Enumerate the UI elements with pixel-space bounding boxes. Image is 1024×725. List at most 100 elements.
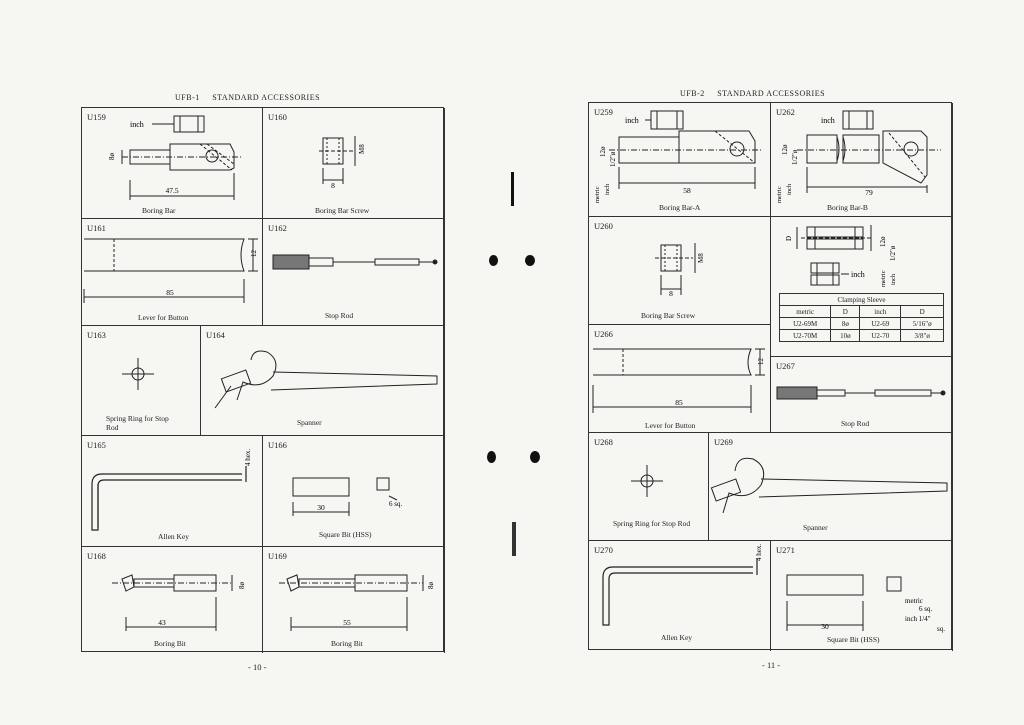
dim-length: 43 bbox=[158, 618, 166, 627]
item-caption: Stop Rod bbox=[325, 311, 354, 320]
item-caption: Boring Bar Screw bbox=[315, 206, 370, 215]
item-code: U163 bbox=[87, 330, 106, 340]
dim-length: 58 bbox=[683, 186, 691, 195]
inch-square-label: inch 1/4" bbox=[905, 615, 931, 623]
item-code: U160 bbox=[268, 112, 287, 122]
sq-label: sq. bbox=[937, 625, 945, 633]
dia-label: 8ø bbox=[238, 582, 246, 590]
right-page-title: UFB-2 STANDARD ACCESSORIES bbox=[680, 89, 826, 98]
item-u260: U260 8 M8 Boring Bar Screw bbox=[589, 217, 771, 325]
metric-label: metric bbox=[880, 270, 887, 287]
dia-label: 8ø bbox=[108, 153, 116, 161]
item-caption: Boring Bar Screw bbox=[641, 311, 696, 320]
center-mark bbox=[511, 172, 514, 206]
boring-bit-drawing: 55 8ø bbox=[279, 574, 435, 631]
table-cell: U2-70M bbox=[778, 329, 832, 342]
dim-length: 85 bbox=[675, 398, 683, 407]
screw-drawing: 8 M8 bbox=[319, 136, 366, 190]
dia-metric-label: 12ø bbox=[781, 144, 789, 155]
header-cell: metric bbox=[778, 305, 832, 318]
right-page-number: - 11 - bbox=[762, 660, 781, 670]
item-caption: Boring Bit bbox=[331, 639, 363, 648]
item-code: U269 bbox=[714, 437, 733, 447]
item-u164: U164 Spanner bbox=[201, 326, 445, 436]
stop-rod-drawing bbox=[776, 386, 946, 400]
dim-length: 79 bbox=[865, 188, 873, 197]
header-cell: D bbox=[900, 305, 944, 318]
item-u268: U268 Spring Ring for Stop Rod bbox=[589, 433, 709, 541]
inch-row-label: inch bbox=[890, 273, 897, 285]
inch-row-label: inch bbox=[604, 183, 611, 195]
item-u267: U267 Stop Rod bbox=[771, 357, 953, 433]
item-code: U266 bbox=[594, 329, 613, 339]
dia-metric-label: 12ø bbox=[599, 146, 607, 157]
lever-drawing: 12 85 bbox=[83, 238, 258, 303]
dim-length: 8 bbox=[331, 181, 335, 190]
square-bit-drawing: 30 6 sq. bbox=[292, 477, 402, 516]
boring-bar-b-drawing: 79 inch 12ø 1/2"ø metric inch bbox=[776, 110, 941, 203]
table-row: U2-70M 10ø U2-70 3/8"ø bbox=[778, 329, 944, 342]
left-accessories-grid: U159 47.5 inch 8ø Boring Bar U160 bbox=[81, 107, 445, 653]
table-cell: 5/16"ø bbox=[900, 317, 944, 330]
item-caption: Spring Ring for Stop Rod bbox=[613, 519, 691, 528]
item-caption: Boring Bit bbox=[154, 639, 186, 648]
dim-length: 47.5 bbox=[165, 186, 178, 195]
table-cell: 10ø bbox=[830, 329, 861, 342]
binder-hole bbox=[525, 255, 535, 266]
left-page-title: UFB-1 STANDARD ACCESSORIES bbox=[175, 93, 321, 102]
item-caption: Spring Ring for Stop Rod bbox=[106, 414, 169, 432]
table-cell: U2-69M bbox=[778, 317, 832, 330]
item-caption: Boring Bar-A bbox=[659, 203, 701, 212]
allen-key-drawing: 4 hex. bbox=[602, 544, 763, 626]
item-code: U259 bbox=[594, 107, 613, 117]
item-u168: U168 43 8ø Boring Bit bbox=[82, 547, 263, 653]
item-u169: U169 55 8ø Boring Bit bbox=[263, 547, 445, 653]
item-caption: Allen Key bbox=[661, 633, 693, 642]
metric-label: metric bbox=[905, 597, 923, 605]
dia-metric-label: 12ø bbox=[879, 236, 887, 247]
height-label: 12 bbox=[757, 358, 765, 366]
hex-label: 4 hex. bbox=[755, 544, 763, 561]
header-cell: D bbox=[830, 305, 861, 318]
item-u266: U266 12 85 Lever for Button bbox=[589, 325, 771, 433]
dia-inch-label: 1/2"ø bbox=[791, 149, 799, 165]
item-u163: U163 Spring Ring for Stop Rod bbox=[82, 326, 201, 436]
right-accessories-grid: U259 58 inch 12ø 1/2"ø metric inch Borin… bbox=[588, 102, 953, 651]
item-u262: U262 79 inch 12ø 1/2"ø metric inch Borin… bbox=[771, 103, 953, 217]
stop-rod-drawing bbox=[272, 254, 438, 270]
item-u259: U259 58 inch 12ø 1/2"ø metric inch Borin… bbox=[589, 103, 771, 217]
item-code: U260 bbox=[594, 221, 613, 231]
item-u269: U269 Spanner bbox=[709, 433, 953, 541]
item-u160: U160 8 M8 Boring Bar Screw bbox=[263, 108, 445, 219]
spring-ring-drawing bbox=[631, 465, 663, 497]
clamping-sleeve-cell: D inch 12ø 1/2"ø metric inch Clamping Sl… bbox=[771, 217, 953, 357]
table-cell: U2-69 bbox=[859, 317, 902, 330]
item-caption: Square Bit (HSS) bbox=[319, 530, 372, 539]
screw-drawing: 8 M8 bbox=[655, 243, 705, 298]
table-header-row: metric D inch D bbox=[778, 305, 944, 318]
dim-length: 55 bbox=[343, 618, 351, 627]
binder-hole bbox=[489, 255, 498, 266]
item-caption: Stop Rod bbox=[841, 419, 870, 428]
spanner-drawing bbox=[214, 350, 438, 409]
metric-label: metric bbox=[776, 186, 783, 203]
d-label: D bbox=[785, 236, 793, 241]
item-code: U161 bbox=[87, 223, 106, 233]
dia-inch-label: 1/2"ø bbox=[889, 245, 897, 261]
clamping-sleeve-table: Clamping Sleeve metric D inch D U2-69M 8… bbox=[778, 293, 944, 342]
inch-label: inch bbox=[130, 120, 144, 129]
item-code: U271 bbox=[776, 545, 795, 555]
thread-label: M8 bbox=[358, 144, 366, 154]
item-u161: U161 12 85 Lever for Button bbox=[82, 219, 263, 326]
metric-label: metric bbox=[594, 186, 601, 203]
table-cell: 3/8"ø bbox=[900, 329, 944, 342]
item-code: U168 bbox=[87, 551, 106, 561]
item-caption: Lever for Button bbox=[645, 421, 696, 430]
item-code: U164 bbox=[206, 330, 225, 340]
allen-key-drawing: 4 hex. bbox=[91, 449, 252, 531]
center-mark bbox=[512, 522, 516, 556]
item-u159: U159 47.5 inch 8ø Boring Bar bbox=[82, 108, 263, 219]
header-cell: inch bbox=[859, 305, 902, 318]
item-code: U166 bbox=[268, 440, 287, 450]
item-code: U262 bbox=[776, 107, 795, 117]
